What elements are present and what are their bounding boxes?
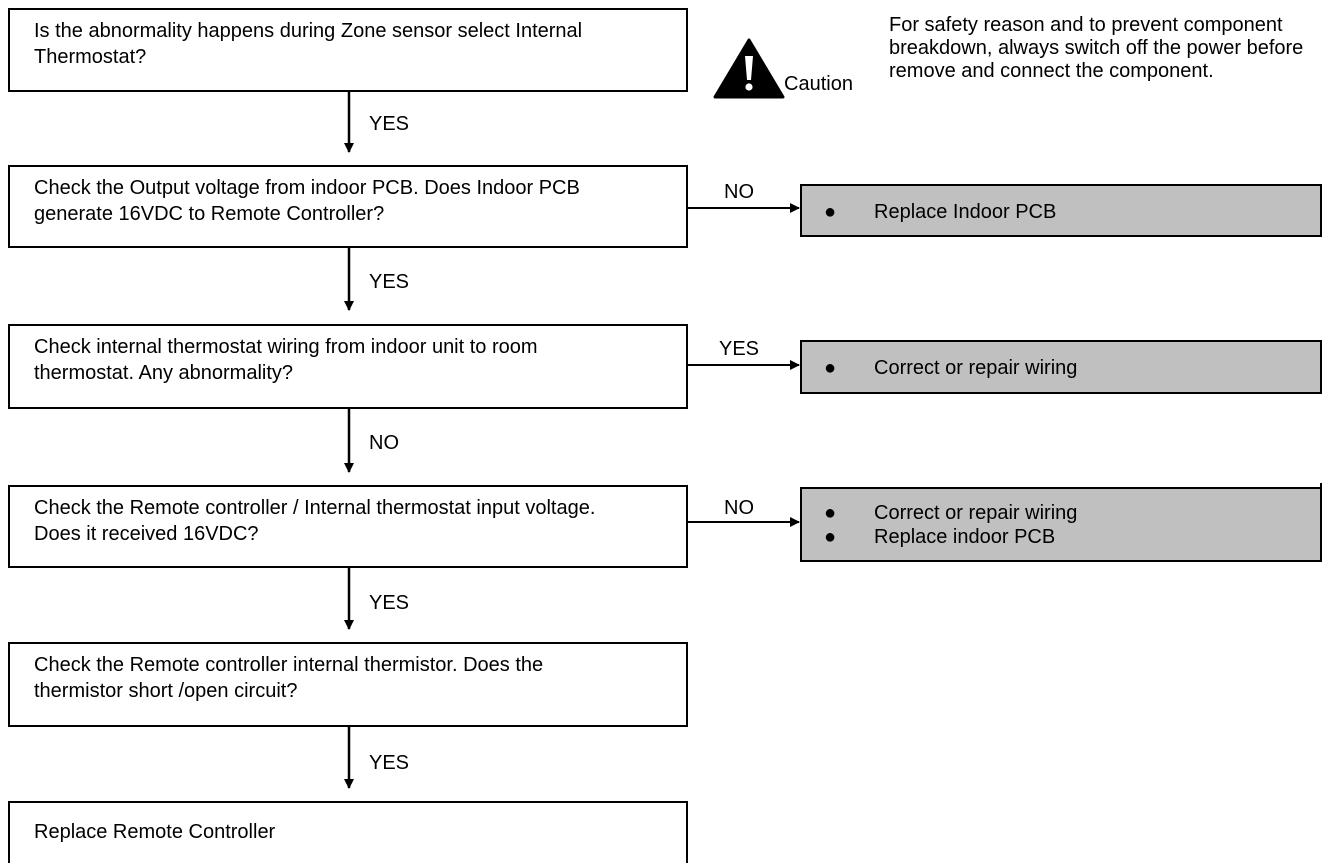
action-box-2: ● Correct or repair wiring [800, 340, 1322, 394]
step-line: Check the Remote controller / Internal t… [34, 497, 596, 519]
bullet: ● [824, 502, 837, 524]
caution-label: Caution [784, 73, 853, 95]
action-item: Correct or repair wiring [874, 502, 1078, 524]
down-label-5: YES [369, 752, 410, 774]
down-label-4: YES [369, 592, 410, 614]
step-box-3: Check internal thermostat wiring from in… [8, 324, 688, 409]
action-item: Replace indoor PCB [874, 526, 1056, 548]
side-label-3: NO [724, 497, 754, 519]
step-box-1: Is the abnormality happens during Zone s… [8, 8, 688, 92]
action-box-3: ● Correct or repair wiring ● Replace indoo… [800, 487, 1322, 562]
step-line: Check the Remote controller internal the… [34, 654, 544, 676]
down-label-2: YES [369, 271, 410, 293]
step-line: Check internal thermostat wiring from in… [34, 336, 538, 358]
action-box-3-right-edge [1320, 483, 1322, 562]
step-box-5: Check the Remote controller internal the… [8, 642, 688, 727]
action-item: Correct or repair wiring [874, 357, 1078, 379]
side-label-1: NO [724, 181, 754, 203]
action-box-1: ● Replace Indoor PCB [800, 184, 1322, 237]
down-label-3: NO [369, 432, 399, 454]
step-line: Check the Output voltage from indoor PCB… [34, 177, 580, 199]
caution-text: For safety reason and to prevent compone… [889, 14, 1304, 82]
step-box-6: Replace Remote Controller [8, 801, 688, 863]
step-line: generate 16VDC to Remote Controller? [34, 203, 385, 225]
side-label-2: YES [719, 338, 760, 360]
warning-triangle-icon [713, 38, 785, 99]
step-line: thermistor short /open circuit? [34, 680, 298, 702]
step-line: Does it received 16VDC? [34, 523, 259, 545]
step-line: thermostat. Any abnormality? [34, 362, 294, 384]
step-box-2: Check the Output voltage from indoor PCB… [8, 165, 688, 248]
step-line: Is the abnormality happens during Zone s… [34, 20, 583, 42]
action-item: Replace Indoor PCB [874, 201, 1057, 223]
bullet: ● [824, 357, 837, 379]
step-line: Replace Remote Controller [34, 821, 276, 843]
step-line: Thermostat? [34, 46, 147, 68]
down-label-1: YES [369, 113, 410, 135]
bullet: ● [824, 201, 837, 223]
bullet: ● [824, 526, 837, 548]
step-box-4: Check the Remote controller / Internal t… [8, 485, 688, 568]
